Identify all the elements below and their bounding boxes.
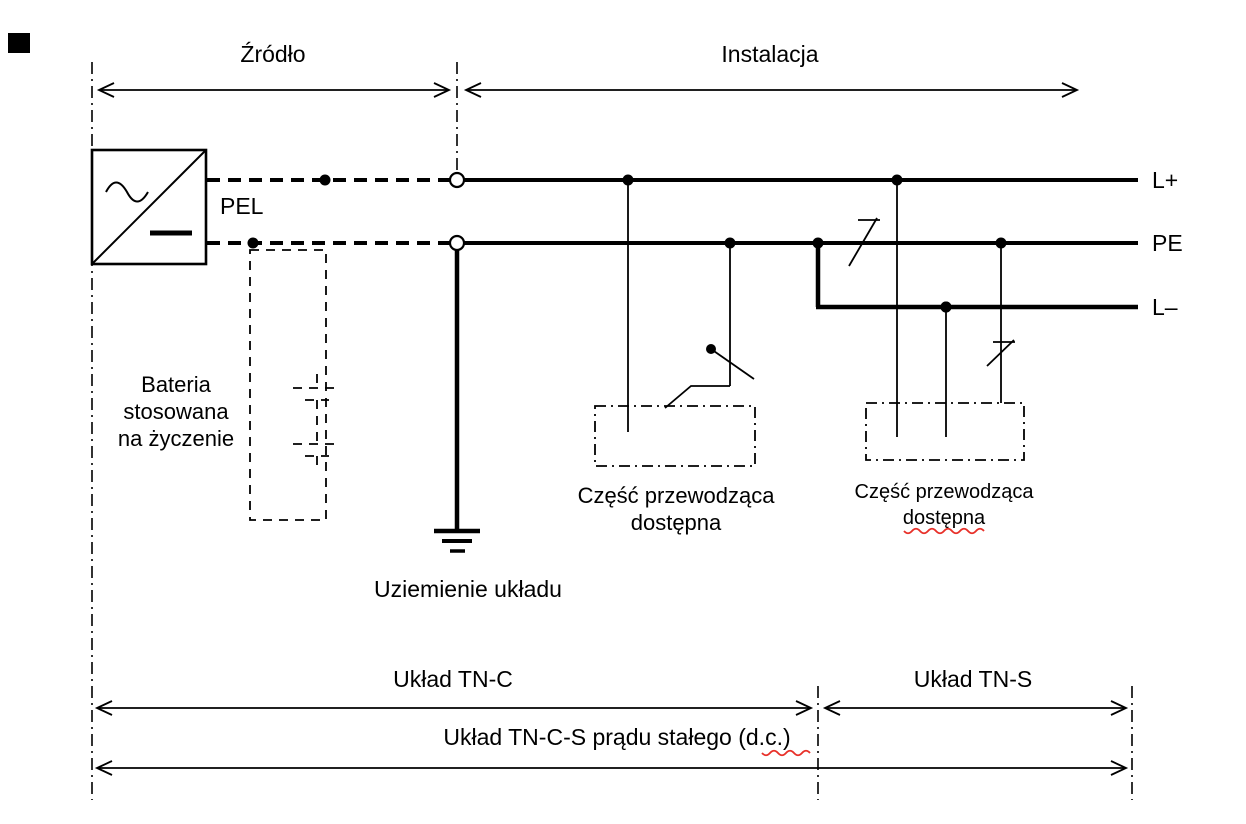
battery-note-line3: na życzenie xyxy=(118,426,234,451)
pe-terminal-node xyxy=(448,234,466,252)
earth-icon xyxy=(434,528,480,553)
battery-note-line1: Bateria xyxy=(141,372,211,397)
spellcheck-squiggle xyxy=(903,527,985,535)
battery-cells-icon xyxy=(293,374,341,470)
exposed-part-label-line2: dostępna xyxy=(631,510,722,535)
top-span-arrows: Źródło Instalacja xyxy=(96,41,1080,98)
l-minus-label: L– xyxy=(1152,294,1178,320)
spellcheck-squiggle xyxy=(761,749,811,757)
pe-conductor: PEL PE xyxy=(207,193,1183,267)
exposed-part-box xyxy=(594,405,756,467)
bottom-span-arrows: Układ TN-C Układ TN-S Układ TN-C-S prądu… xyxy=(94,666,1129,776)
l-plus-conductor: L+ xyxy=(207,167,1178,193)
junction-dot xyxy=(995,237,1007,249)
exposed-part-label-line1: Część przewodząca xyxy=(578,483,776,508)
exposed-part-box xyxy=(865,402,1025,461)
junction-dot xyxy=(247,237,259,249)
battery-dashed-box xyxy=(249,249,327,521)
l-plus-label: L+ xyxy=(1152,167,1178,193)
junction-dot xyxy=(724,237,736,249)
disconnect-link-icon xyxy=(664,344,755,409)
battery-note-line2: stosowana xyxy=(123,399,229,424)
tncs-span-label: Układ TN-C-S prądu stałego (d.c.) xyxy=(443,724,790,750)
pe-label: PE xyxy=(1152,230,1183,256)
tncs-label-dc: (d.c.) xyxy=(738,724,790,750)
pe-slash-icon xyxy=(848,217,878,267)
converter-diagonal xyxy=(92,150,206,264)
ac-tilde-icon xyxy=(105,181,149,203)
converter-symbol xyxy=(90,148,208,266)
battery-option: Bateria stosowana na życzenie xyxy=(118,249,341,521)
tncs-label-main: Układ TN-C-S prądu stałego xyxy=(443,724,738,750)
battery-note: Bateria stosowana na życzenie xyxy=(118,372,234,451)
pel-label: PEL xyxy=(220,193,264,219)
exposed-part-label-line2: dostępna xyxy=(903,507,986,529)
earthing-label: Uziemienie układu xyxy=(374,576,562,602)
exposed-part-tns: Część przewodząca dostępna xyxy=(855,174,1035,535)
tns-span-label: Układ TN-S xyxy=(914,666,1032,692)
tnc-span-label: Układ TN-C xyxy=(393,666,513,692)
exposed-part-label-line1: Część przewodząca xyxy=(855,481,1035,503)
pe-slash-icon xyxy=(986,339,1015,367)
junction-dot xyxy=(319,174,331,186)
exposed-part-tnc: Część przewodząca dostępna xyxy=(578,174,776,535)
link-fixed-part xyxy=(664,385,730,409)
installation-span-label: Instalacja xyxy=(721,41,818,67)
system-earthing: Uziemienie układu xyxy=(374,250,562,602)
link-blade xyxy=(710,348,755,380)
source-span-label: Źródło xyxy=(240,41,305,67)
l-plus-terminal-node xyxy=(448,171,466,189)
l-minus-conductor: L– xyxy=(812,237,1178,320)
corner-marker xyxy=(8,33,30,53)
pe-marking-stroke xyxy=(986,339,1015,367)
pe-marking-stroke xyxy=(848,217,880,267)
